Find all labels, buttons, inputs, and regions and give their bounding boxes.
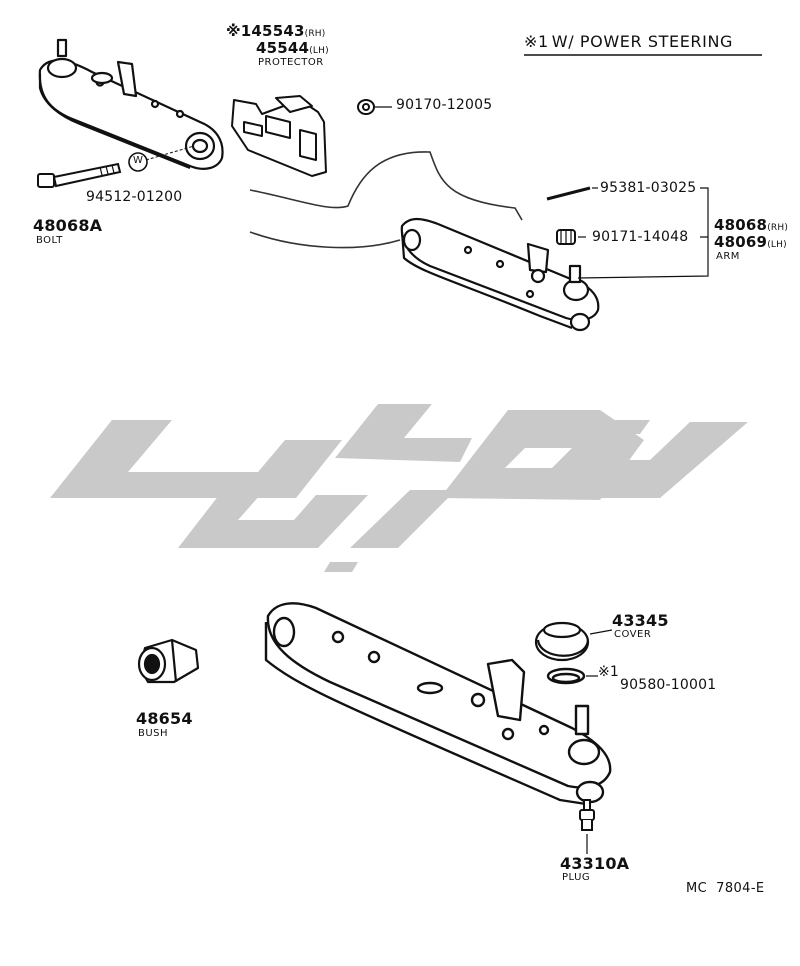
washer-symbol: W — [133, 155, 143, 166]
arm-lh-label: 48069(LH) — [714, 233, 787, 251]
cover-43345 — [534, 621, 590, 662]
lower-arm-main — [264, 602, 612, 806]
watermark-logo — [50, 404, 748, 572]
arm-rh-label: 48068(RH) — [714, 216, 789, 234]
cover-part-label: 43345 — [612, 611, 669, 630]
bolt-part-label: 48068A — [33, 216, 103, 235]
bolt-name: BOLT — [36, 235, 63, 246]
body-outline — [249, 151, 523, 221]
plug-name: PLUG — [562, 872, 591, 883]
body-outline-lower — [249, 231, 401, 249]
protector-mark: ※1 — [226, 22, 252, 40]
cover-name: COVER — [614, 629, 652, 640]
protector-plate — [231, 95, 327, 177]
arm-name: ARM — [716, 251, 740, 262]
castle-nut-90171 — [556, 229, 576, 245]
bush-name: BUSH — [138, 728, 169, 739]
arm-callout-bracket — [577, 187, 709, 279]
ring-90580 — [546, 667, 586, 685]
note-mark: ※1 — [524, 32, 549, 51]
nut-90170 — [357, 99, 375, 115]
protector-rh-label: ※145543(RH) — [226, 22, 326, 40]
protector-name: PROTECTOR — [258, 57, 324, 68]
lower-arm-upper-view — [38, 38, 224, 170]
bush-48654 — [137, 638, 200, 684]
ring-mark: ※1 — [598, 664, 620, 680]
ring-part-label: 90580-10001 — [620, 677, 717, 693]
plug-part-label: 43310A — [560, 854, 630, 873]
leader-washer — [145, 145, 195, 161]
leader-cover — [589, 629, 613, 635]
washer-94512 — [128, 152, 148, 172]
protector-lh-label: 45544(LH) — [256, 39, 329, 57]
bolt-48068a — [37, 162, 122, 188]
castle-nut-label: 90171-14048 — [592, 229, 689, 245]
bush-part-label: 48654 — [136, 709, 193, 728]
cotter-pin — [546, 186, 591, 201]
note-text: W/ POWER STEERING — [551, 32, 734, 51]
cotter-pin-label: 95381-03025 — [600, 180, 697, 196]
plug-43310a — [579, 799, 595, 831]
diagram-code: MC 7804-E — [686, 881, 765, 896]
lower-arm-right-view — [400, 217, 600, 332]
washer-part-label: 94512-01200 — [86, 189, 183, 205]
nut-90170-label: 90170-12005 — [396, 97, 493, 113]
